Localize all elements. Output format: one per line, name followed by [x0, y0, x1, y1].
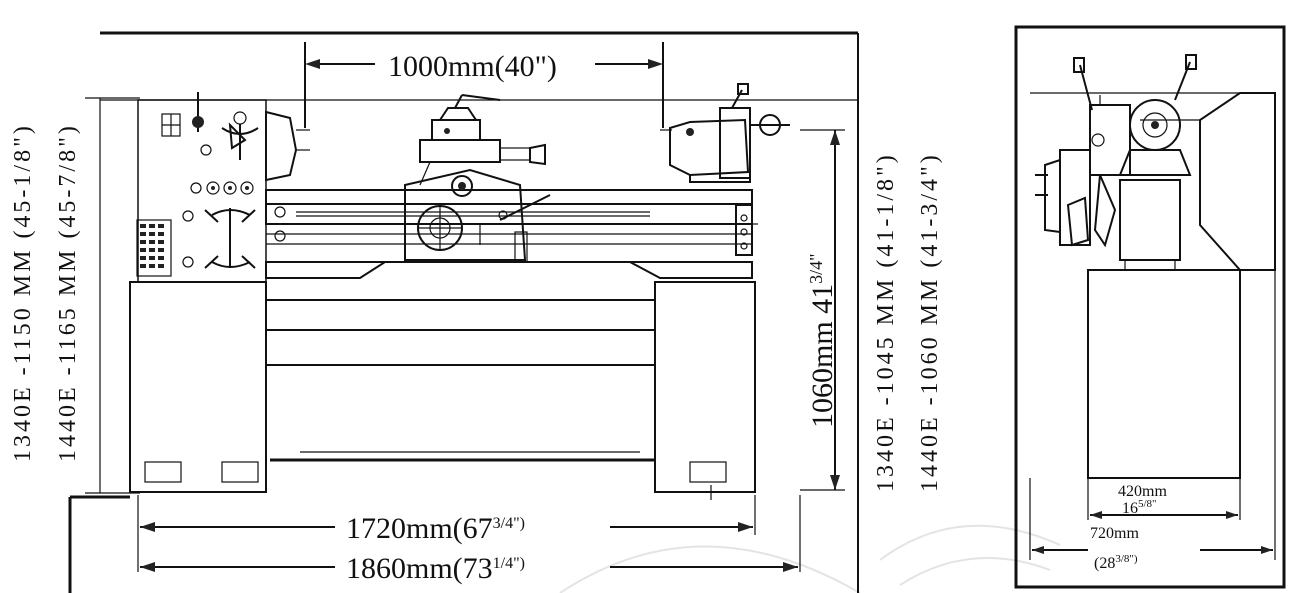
between-centers-label: 1000mm(40"): [388, 50, 557, 83]
side-base-mm-label: 420mm: [1118, 483, 1167, 500]
front-view: [68, 31, 859, 593]
side-base-in-label: 165/8": [1122, 498, 1157, 517]
left-height-1340e-label: 1340E -1150 MM (45-1/8"): [10, 123, 36, 462]
side-depth-mm-label: 720mm: [1090, 525, 1139, 542]
side-view: [1014, 25, 1286, 589]
overall-length-1-label: 1720mm(673/4"): [346, 512, 525, 545]
overall-length-2-label: 1860mm(731/4"): [346, 552, 525, 585]
side-depth-in-label: (283/8"): [1094, 553, 1138, 572]
side-height-1440e-label: 1440E -1060 MM (41-3/4"): [917, 152, 943, 492]
height-1060-label: 1060mm 413/4": [806, 253, 839, 428]
left-height-1440e-label: 1440E -1165 MM (45-7/8"): [55, 123, 81, 462]
watermark: [559, 524, 1061, 593]
side-height-1340e-label: 1340E -1045 MM (41-1/8"): [873, 152, 899, 492]
